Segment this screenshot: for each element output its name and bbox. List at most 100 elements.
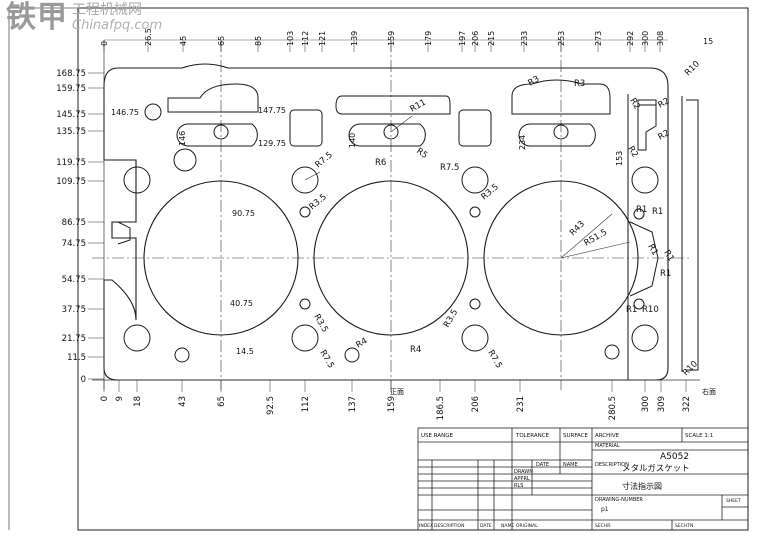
inner-dim-label: 140 bbox=[348, 133, 357, 148]
radius-label: R6 bbox=[375, 158, 386, 168]
tb-use-range: USE RANGE bbox=[421, 433, 453, 439]
radius-label: R10 bbox=[681, 359, 700, 378]
top-dim-label: 179 bbox=[424, 31, 433, 46]
radius-label: R1 bbox=[661, 249, 675, 264]
tb-material-label: MATERIAL bbox=[595, 443, 620, 449]
tb-scale: SCALE 1:1 bbox=[685, 433, 713, 439]
radius-label: R4 bbox=[355, 336, 370, 350]
top-dim-label: 65 bbox=[217, 36, 226, 46]
tb-sechr: SECHR. bbox=[595, 523, 612, 529]
left-dim-label: 119.75 bbox=[56, 158, 86, 168]
radius-label: R51.5 bbox=[583, 228, 610, 249]
right-ribs bbox=[627, 94, 699, 380]
top-dim-label: 139 bbox=[350, 31, 359, 46]
radius-label: R1 bbox=[652, 207, 663, 217]
tb-description-label: DESCRIPTION bbox=[595, 462, 629, 468]
bottom-dim-label: 186.5 bbox=[436, 396, 446, 420]
right-note: 右面 bbox=[702, 387, 716, 396]
radius-label: R7.5 bbox=[314, 150, 335, 170]
inner-dim-label: 146.75 bbox=[111, 108, 139, 117]
left-dim-label: 74.75 bbox=[62, 239, 86, 249]
watermark-url: Chinafpq.com bbox=[72, 18, 163, 33]
bottom-dim-label: 92.5 bbox=[266, 396, 276, 415]
bottom-dim-label: 280.5 bbox=[608, 396, 618, 420]
inner-dim-label: 147.75 bbox=[258, 106, 286, 115]
radius-label: R3.5 bbox=[480, 182, 501, 202]
left-dim-label: 21.75 bbox=[62, 334, 86, 344]
bottom-dim-label: 309 bbox=[657, 396, 667, 412]
radius-label: R1 bbox=[660, 269, 671, 279]
left-dim-label: 135.75 bbox=[56, 127, 86, 137]
radius-leader bbox=[304, 171, 321, 181]
tb-drawn: DRAWN bbox=[514, 469, 533, 475]
bottom-dim-label: 300 bbox=[641, 396, 651, 412]
top-dim-label: 233 bbox=[520, 31, 529, 46]
tb-surface: SURFACE bbox=[563, 433, 589, 439]
radius-leader bbox=[390, 115, 413, 133]
inner-dim-label: 146 bbox=[178, 131, 187, 146]
gasket-outline bbox=[103, 63, 669, 381]
tb-drawing-number-label: DRAWING-NUMBER bbox=[595, 497, 643, 503]
radius-label: R3.5 bbox=[308, 192, 329, 212]
watermark-chars: 铁甲 bbox=[6, 0, 68, 35]
bottom-dim-label: 322 bbox=[682, 396, 692, 412]
bottom-dim-label: 9 bbox=[115, 396, 125, 401]
tb-apprl: APPRL bbox=[514, 476, 530, 482]
bottom-dim-label: 43 bbox=[178, 396, 188, 407]
top-dim-label: 253 bbox=[557, 31, 566, 46]
top-dim-label: 26.5 bbox=[144, 28, 153, 46]
radius-label: R3 bbox=[574, 79, 585, 89]
top-dim-label: 159 bbox=[387, 31, 396, 46]
top-dim-label: 121 bbox=[318, 31, 327, 46]
inner-dim-label: 40.75 bbox=[230, 299, 253, 308]
top-dim-label: 206 bbox=[471, 31, 480, 46]
left-dim-label: 145.75 bbox=[56, 110, 86, 120]
inner-dim-label: 129.75 bbox=[258, 139, 286, 148]
radius-label: R1 bbox=[636, 205, 647, 215]
tb-date2: DATE bbox=[480, 523, 492, 529]
top-dim-label: 292 bbox=[626, 31, 635, 46]
tb-index: INDEX bbox=[419, 523, 433, 529]
tb-description-cn: 寸法指示図 bbox=[622, 481, 662, 491]
top-dim-label: 85 bbox=[254, 36, 263, 46]
left-dim-label: 109.75 bbox=[56, 177, 86, 187]
radius-label: R10 bbox=[683, 59, 702, 78]
left-dim-label: 168.75 bbox=[56, 69, 86, 79]
bottom-dim-label: 231 bbox=[516, 396, 526, 412]
radius-label: R7.5 bbox=[317, 349, 335, 371]
left-dim-label: 54.75 bbox=[62, 275, 86, 285]
top-dim-label: 300 bbox=[641, 31, 650, 46]
top-dim-label: 273 bbox=[594, 31, 603, 46]
radius-label: R2 bbox=[627, 97, 641, 112]
left-notch bbox=[117, 221, 131, 245]
bottom-dim-label: 18 bbox=[133, 396, 143, 407]
top-dim-label: 103 bbox=[286, 31, 295, 46]
bottom-dim-label: 206 bbox=[471, 396, 481, 412]
radius-label: R2 bbox=[625, 145, 639, 160]
bottom-dim-label: 112 bbox=[301, 396, 311, 412]
bolt-holes bbox=[123, 103, 659, 363]
top-dim-label: 112 bbox=[301, 31, 310, 46]
radius-label: R1 bbox=[645, 243, 659, 258]
left-dim-label: 159.75 bbox=[56, 84, 86, 94]
radius-leader bbox=[560, 213, 613, 259]
top-dim-label: 45 bbox=[179, 36, 188, 46]
sheet-frame bbox=[77, 7, 749, 531]
radius-label: R5 bbox=[414, 146, 429, 161]
radius-label: R2 bbox=[657, 96, 672, 110]
watermark-logo: 铁甲 工程机械网 Chinafpq.com bbox=[6, 2, 162, 33]
bottom-dim-label: 65 bbox=[217, 396, 227, 407]
radius-label: R7.5 bbox=[440, 163, 459, 173]
left-dim-label: 0 bbox=[81, 375, 86, 385]
tb-tolerance: TOLERANCE bbox=[515, 433, 550, 439]
left-dimensions: 168.75159.75145.75135.75119.75109.7586.7… bbox=[56, 69, 104, 385]
title-block-text: USE RANGE TOLERANCE SURFACE ARCHIVE SCAL… bbox=[419, 433, 741, 529]
watermark-site-name: 工程机械网 bbox=[72, 2, 142, 18]
tb-desc: DESCRIPTION bbox=[434, 523, 464, 529]
tb-drawing-number: p1 bbox=[601, 506, 609, 513]
radius-label: R3.5 bbox=[311, 313, 329, 335]
radius-label: R4 bbox=[410, 345, 421, 355]
